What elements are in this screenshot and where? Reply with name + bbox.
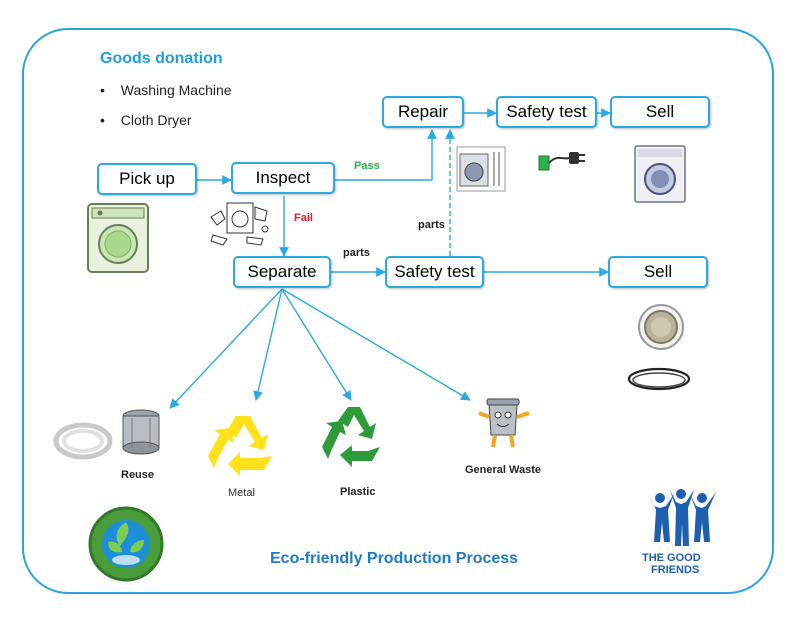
node-inspect: Inspect xyxy=(231,162,335,194)
node-sell-top: Sell xyxy=(610,96,710,128)
drive-belt-icon xyxy=(627,367,691,391)
manual-icon xyxy=(456,146,506,192)
recycle-green-icon: recycle xyxy=(322,407,380,467)
edge-label-fail: Fail xyxy=(294,212,313,224)
hose-coil-icon xyxy=(53,422,113,460)
washing-machine-icon xyxy=(634,145,686,203)
drum-icon xyxy=(122,409,160,455)
machine-parts-sketch-icon xyxy=(210,202,269,246)
edge-separate-metal xyxy=(253,288,283,401)
header-title: Goods donation xyxy=(100,50,223,67)
bullet-dot: • xyxy=(100,82,105,98)
bullet-item: • Washing Machine xyxy=(100,82,232,98)
power-plug-icon xyxy=(538,152,585,171)
bullet-dot: • xyxy=(100,112,105,128)
node-repair: Repair xyxy=(382,96,464,128)
washer-door-icon xyxy=(638,304,684,350)
edge-label-parts: parts xyxy=(343,247,370,259)
output-label-metal: Metal xyxy=(228,487,255,499)
washing-machine-icon xyxy=(87,203,149,273)
edge-inspect-repair-pass xyxy=(335,129,437,181)
bullet-label: Washing Machine xyxy=(120,82,232,98)
trash-can-icon xyxy=(478,398,530,448)
bullet-item: • Cloth Dryer xyxy=(100,112,192,128)
output-label-reuse: Reuse xyxy=(121,469,155,481)
diagram-caption: Eco-friendly Production Process xyxy=(270,550,519,567)
logo-text-line1: THE GOOD xyxy=(642,552,701,564)
output-label-general-waste: General Waste xyxy=(465,464,542,476)
edge-separate-plastic xyxy=(281,288,352,401)
node-safety-test-bottom: Safety test xyxy=(385,256,484,288)
edge-separate-reuse xyxy=(169,288,283,409)
node-pickup: Pick up xyxy=(97,163,197,195)
node-sell-bottom: Sell xyxy=(608,256,708,288)
logo-text-line2: FRIENDS xyxy=(651,564,700,576)
bullet-label: Cloth Dryer xyxy=(120,112,192,128)
output-label-plastic: Plastic xyxy=(340,486,376,498)
eco-friendly-logo xyxy=(88,506,164,582)
recycle-yellow-icon xyxy=(208,416,272,476)
node-separate: Separate xyxy=(233,256,331,288)
edge-label-pass: Pass xyxy=(354,160,380,172)
node-safety-test-top: Safety test xyxy=(496,96,597,128)
outer-frame xyxy=(22,28,774,594)
edge-label-parts: parts xyxy=(418,219,445,231)
good-friends-logo xyxy=(648,489,716,546)
recycle-word: recycle xyxy=(337,437,368,447)
edge-separate-waste xyxy=(281,288,471,401)
